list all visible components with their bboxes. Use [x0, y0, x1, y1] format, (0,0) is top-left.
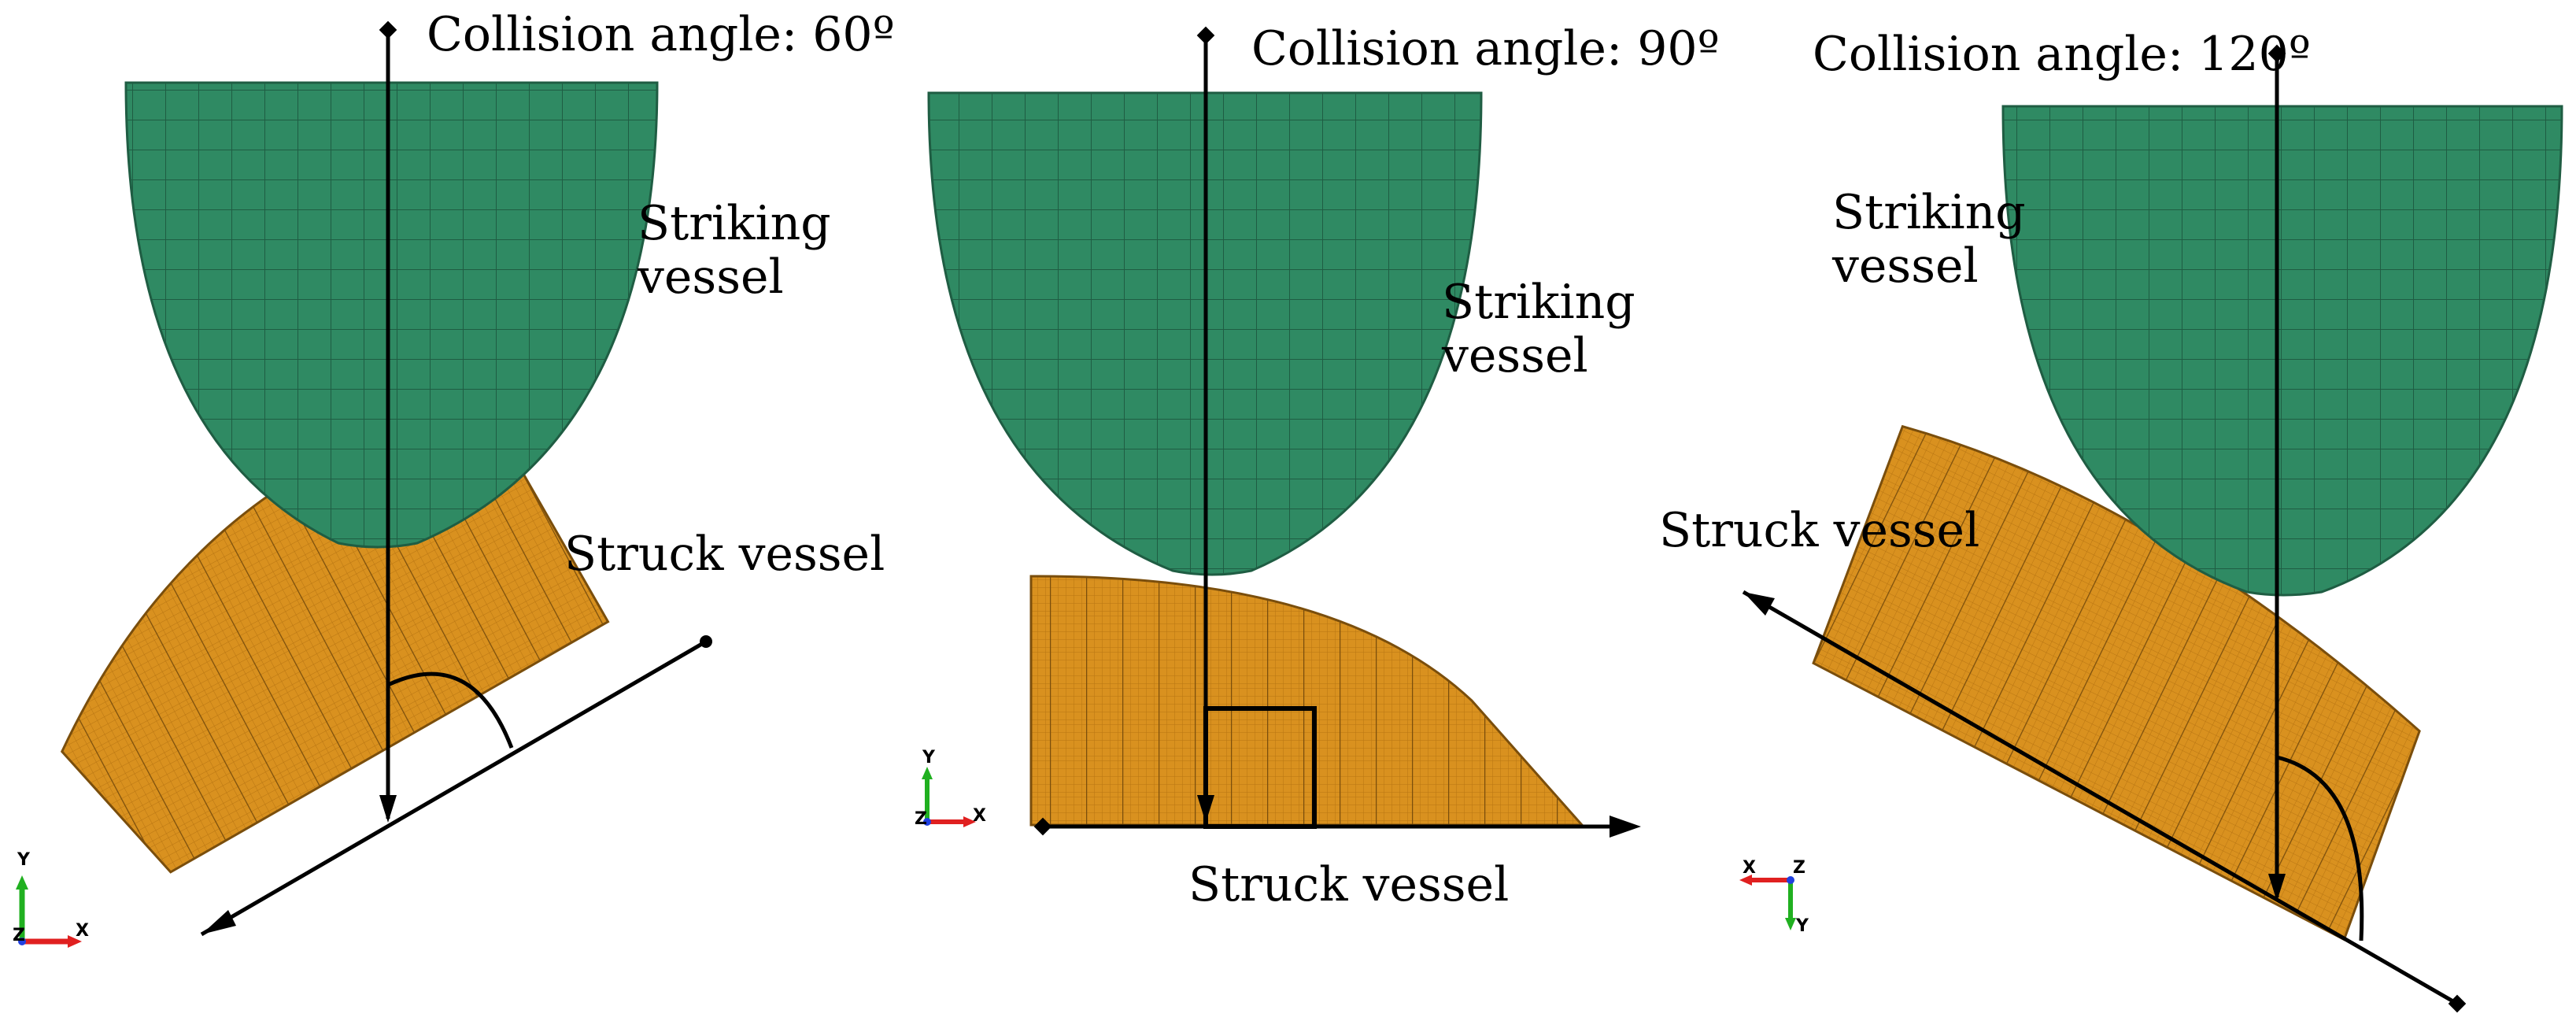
- panel-60: [60, 20, 712, 937]
- struck-vessel-label-90: Struck vessel: [1188, 857, 1510, 912]
- triad-3-z-axis: [1787, 876, 1794, 884]
- triad-3-y-label: Y: [1796, 916, 1809, 936]
- struck-line-end-60: [700, 635, 712, 648]
- struck-direction-line-60: [200, 639, 708, 937]
- triad-2-x-label: X: [973, 806, 986, 826]
- axis-triad-3: [1739, 875, 1796, 930]
- striking-line-end-90: [1196, 26, 1215, 45]
- triad-2-y-head: [922, 767, 933, 779]
- panel-90: [927, 26, 1641, 838]
- triad-2-x-head: [963, 816, 976, 827]
- striking-vessel-label-120: Striking vessel: [1832, 185, 2026, 294]
- triad-1-z-label: Z: [13, 926, 25, 945]
- struck-vessel-label-60: Struck vessel: [564, 527, 885, 582]
- struck-line-end-120: [2448, 994, 2467, 1013]
- triad-1-y-head: [16, 875, 28, 890]
- angle-arc-60: [386, 671, 514, 749]
- right-angle-marker-90: [1203, 706, 1317, 829]
- axis-triad-2: [922, 767, 976, 827]
- striking-vessel-60-shape: [124, 81, 659, 549]
- triad-3-y-head: [1785, 918, 1796, 930]
- collision-angle-title-120: Collision angle: 120º: [1813, 27, 2311, 82]
- struck-vessel-90-shape: [1029, 575, 1585, 827]
- axis-triad-1: [16, 875, 82, 948]
- struck-direction-line-120: [1742, 590, 2459, 1006]
- striking-arrowhead-60: [379, 795, 397, 823]
- triad-3-z-label: Z: [1793, 858, 1805, 878]
- struck-vessel-label-120: Struck vessel: [1659, 503, 1980, 558]
- striking-vessel-120-shape: [2001, 105, 2563, 597]
- striking-line-end-60: [379, 20, 397, 39]
- panel-120: [1742, 44, 2563, 1013]
- triad-2-z-label: Z: [915, 809, 927, 829]
- triad-1-x-head: [68, 935, 82, 948]
- triad-3-x-label: X: [1743, 858, 1756, 878]
- triad-3-x-head: [1739, 875, 1752, 886]
- triad-2-y-label: Y: [922, 748, 935, 768]
- struck-arrowhead-120: [1743, 592, 1775, 616]
- struck-line-end-90: [1033, 817, 1052, 836]
- collision-angle-title-90: Collision angle: 90º: [1251, 21, 1720, 76]
- struck-arrowhead-90: [1610, 816, 1641, 838]
- striking-vessel-label-90: Striking vessel: [1442, 275, 1635, 383]
- triad-1-x-label: X: [76, 921, 89, 941]
- triad-1-z-axis: [18, 938, 26, 945]
- triad-2-z-axis: [923, 818, 931, 826]
- triad-1-y-label: Y: [17, 850, 30, 870]
- striking-arrowhead-120: [2268, 874, 2286, 901]
- striking-line-end-120: [2267, 44, 2286, 63]
- struck-arrowhead-60: [201, 910, 236, 934]
- angle-arc-120: [2276, 755, 2364, 941]
- collision-angle-title-60: Collision angle: 60º: [427, 7, 895, 62]
- striking-vessel-label-60: Striking vessel: [638, 196, 831, 305]
